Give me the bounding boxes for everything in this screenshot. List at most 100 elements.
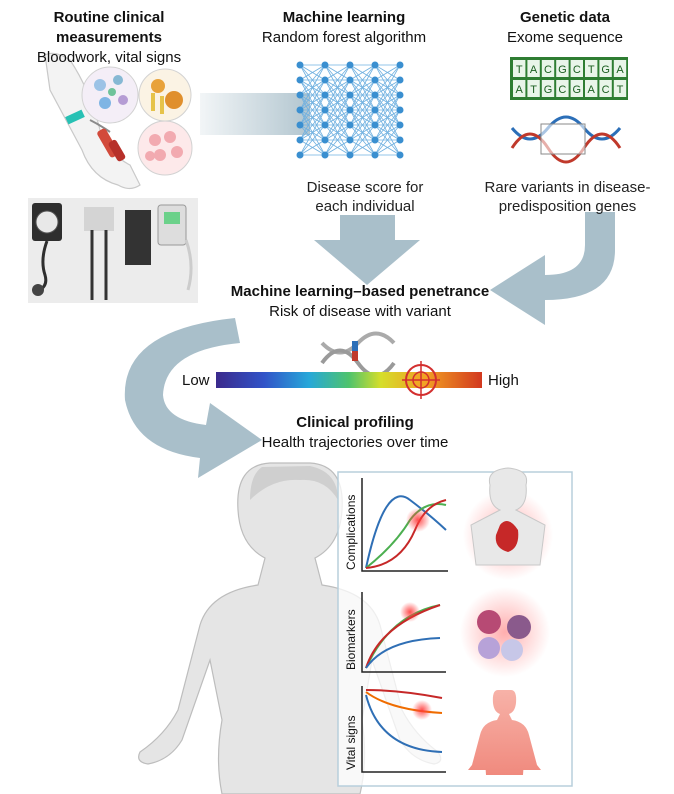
nn-node: [321, 61, 329, 69]
nn-node: [346, 76, 354, 84]
neural-network-icon: [296, 61, 404, 159]
nn-node: [371, 151, 379, 159]
nn-node: [296, 76, 304, 84]
genetic-caption: Rare variants in disease- predisposition…: [470, 178, 665, 216]
nn-node: [346, 91, 354, 99]
nn-edge: [374, 124, 401, 156]
nn-edge: [324, 79, 351, 111]
genetic-caption-line1: Rare variants in disease-: [484, 179, 651, 196]
nn-edge: [324, 109, 351, 141]
nn-edge: [349, 79, 376, 126]
nn-node: [371, 76, 379, 84]
nn-node: [371, 61, 379, 69]
target-icon: [402, 361, 440, 399]
nn-node: [371, 106, 379, 114]
cells-icon: [460, 587, 550, 677]
penetrance-title: Machine learning–based penetrance: [230, 283, 490, 300]
sequence-cell: [527, 60, 540, 77]
vital-signs-chart: [361, 686, 446, 773]
nn-node: [396, 121, 404, 129]
nn-node: [321, 121, 329, 129]
nn-edge: [349, 94, 376, 126]
dna-icon: [510, 115, 622, 164]
nn-edge: [349, 64, 376, 96]
sequence-top-base: C: [544, 64, 552, 76]
sequence-cell: [556, 60, 569, 77]
sequence-cell: [599, 80, 612, 97]
heart-icon: [463, 467, 553, 580]
nn-edge: [349, 94, 376, 141]
nn-edge: [299, 94, 326, 141]
nn-node: [321, 136, 329, 144]
swoop-arrow: [124, 318, 262, 478]
nn-edge: [299, 64, 326, 96]
genetic-title: Genetic data: [519, 9, 611, 26]
nn-edge: [374, 94, 401, 126]
nn-node: [346, 136, 354, 144]
nn-node: [371, 136, 379, 144]
penetrance-subtitle: Risk of disease with variant: [269, 303, 451, 320]
sequence-top-base: C: [573, 64, 581, 76]
sequence-cell: [541, 80, 555, 97]
nn-edge: [374, 79, 401, 111]
nn-edge: [374, 109, 401, 141]
nn-node: [321, 151, 329, 159]
biomarkers-ylabel: Biomarkers: [344, 609, 358, 670]
routine-header: Routine clinical measurements Bloodwork,…: [0, 8, 218, 68]
nn-node: [346, 61, 354, 69]
nn-node: [321, 91, 329, 99]
scale-low-label: Low: [182, 372, 210, 389]
ml-caption-line2: each individual: [315, 198, 415, 215]
nn-edge: [324, 94, 351, 141]
nn-edge: [374, 139, 401, 156]
sequence-cell: [585, 80, 598, 97]
nn-node: [396, 61, 404, 69]
sequence-cell: [613, 80, 627, 97]
sequence-cell: [570, 80, 583, 97]
routine-title: Routine clinical measurements: [53, 9, 165, 46]
nn-edge: [299, 64, 326, 81]
ml-title: Machine learning: [282, 9, 406, 26]
biomarkers-chart: [361, 592, 446, 673]
arm-with-iv-icon: [44, 52, 141, 190]
nn-node: [346, 106, 354, 114]
nn-edge: [374, 64, 401, 81]
sequence-bottom-base: C: [558, 84, 566, 96]
nn-node: [321, 106, 329, 114]
genetic-caption-line2: predisposition genes: [498, 198, 637, 215]
sequence-bottom-base: A: [588, 84, 596, 96]
ml-down-arrow: [314, 215, 420, 285]
nn-edge: [324, 124, 351, 156]
routine-to-ml-band: [200, 93, 310, 135]
sequence-top-base: A: [616, 64, 624, 76]
sequence-cell: [513, 80, 526, 97]
nn-node: [296, 136, 304, 144]
sequence-bottom-base: T: [617, 84, 624, 96]
complications-chart: [361, 478, 448, 572]
nn-edge: [349, 64, 376, 111]
ml-header: Machine learning Random forest algorithm: [234, 8, 454, 48]
nn-node: [396, 91, 404, 99]
sequence-bottom-base: A: [516, 84, 524, 96]
genetic-subtitle: Exome sequence: [507, 29, 623, 46]
sequence-cell: [513, 60, 526, 77]
vitals-monitor-icon: [28, 198, 198, 303]
nn-node: [296, 106, 304, 114]
ml-caption: Disease score for each individual: [270, 178, 460, 216]
vital-signs-ylabel: Vital signs: [344, 715, 358, 770]
nn-edge: [299, 79, 326, 126]
nn-edge: [374, 64, 401, 96]
risk-scale-bar: [216, 372, 482, 388]
nn-edge: [324, 109, 351, 156]
nn-edge: [299, 124, 326, 156]
penetrance-dna-icon: [320, 331, 396, 378]
profiling-subtitle: Health trajectories over time: [261, 434, 449, 451]
nn-node: [296, 61, 304, 69]
sequence-top-base: A: [530, 64, 538, 76]
sequence-cell: [613, 60, 627, 77]
nn-edge: [299, 109, 326, 156]
nn-edge: [374, 109, 401, 156]
sequence-cell: [541, 60, 555, 77]
penetrance-header: Machine learning–based penetrance Risk o…: [210, 282, 510, 322]
